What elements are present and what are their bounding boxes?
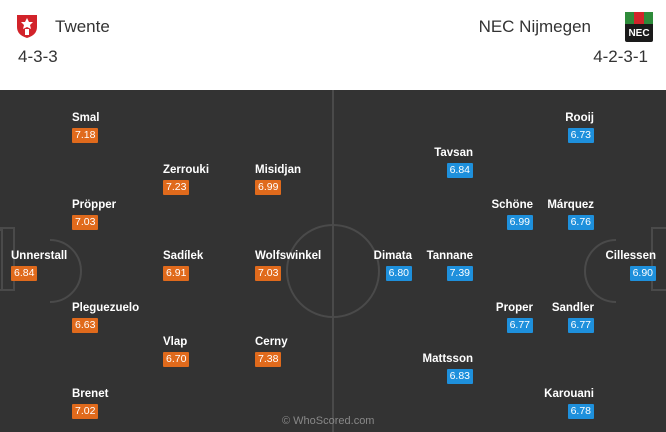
player-name: Tavsan — [434, 147, 473, 159]
away-player-cillessen[interactable]: Cillessen 6.90 — [576, 249, 656, 281]
player-rating: 6.78 — [567, 404, 594, 419]
away-team-name[interactable]: NEC Nijmegen — [478, 17, 591, 36]
away-player-mattsson[interactable]: Mattsson 6.83 — [393, 352, 473, 384]
away-formation: 4-2-3-1 — [593, 47, 648, 66]
player-name: Brenet — [72, 388, 109, 400]
player-rating: 6.76 — [567, 215, 594, 230]
home-player-propper[interactable]: Pröpper 7.03 — [72, 198, 152, 230]
player-rating: 6.77 — [567, 318, 594, 333]
player-name: Karouani — [544, 388, 594, 400]
player-rating: 7.03 — [255, 266, 282, 281]
player-rating: 6.91 — [163, 266, 190, 281]
player-rating: 6.73 — [567, 128, 594, 143]
player-name: Vlap — [163, 336, 188, 348]
away-player-tannane[interactable]: Tannane 7.39 — [393, 249, 473, 281]
player-rating: 6.99 — [506, 215, 533, 230]
away-player-schone[interactable]: Schöne 6.99 — [453, 198, 533, 230]
player-rating: 6.99 — [255, 180, 282, 195]
home-player-vlap[interactable]: Vlap 6.70 — [163, 335, 243, 367]
player-name: Pleguezuelo — [72, 302, 140, 314]
away-player-rooij[interactable]: Rooij 6.73 — [514, 111, 594, 143]
player-rating: 6.84 — [446, 163, 473, 178]
away-player-sandler[interactable]: Sandler 6.77 — [514, 301, 594, 333]
away-player-karouani[interactable]: Karouani 6.78 — [514, 387, 594, 419]
player-name: Sadílek — [163, 250, 204, 262]
away-player-proper[interactable]: Proper 6.77 — [453, 301, 533, 333]
home-player-misidjan[interactable]: Misidjan 6.99 — [255, 163, 335, 195]
player-name: Smal — [72, 112, 100, 124]
nec-crest-icon: NEC — [624, 11, 654, 43]
player-name: Cerny — [255, 336, 288, 348]
player-rating: 6.84 — [11, 266, 38, 281]
home-player-pleguezuelo[interactable]: Pleguezuelo 6.63 — [72, 301, 152, 333]
player-name: Zerrouki — [163, 164, 210, 176]
player-name: Sandler — [551, 302, 594, 314]
player-name: Pröpper — [72, 199, 117, 211]
player-name: Schöne — [491, 199, 533, 211]
player-name: Rooij — [565, 112, 594, 124]
away-player-marquez[interactable]: Márquez 6.76 — [514, 198, 594, 230]
player-name: Dimata — [373, 250, 412, 262]
pitch: Smal 7.18 Zerrouki 7.23 Misidjan 6.99 Pr… — [0, 90, 666, 432]
player-rating: 6.63 — [72, 318, 99, 333]
player-rating: 6.90 — [629, 266, 656, 281]
player-rating: 7.39 — [446, 266, 473, 281]
home-player-brenet[interactable]: Brenet 7.02 — [72, 387, 152, 419]
player-name: Cillessen — [605, 250, 657, 262]
whoscored-watermark: © WhoScored.com — [282, 415, 375, 427]
pitch-markings — [0, 90, 666, 432]
home-player-smal[interactable]: Smal 7.18 — [72, 111, 152, 143]
player-rating: 6.77 — [506, 318, 533, 333]
player-name: Mattsson — [422, 353, 473, 365]
away-player-dimata[interactable]: Dimata 6.80 — [332, 249, 412, 281]
player-name: Proper — [495, 302, 533, 314]
home-formation: 4-3-3 — [18, 47, 58, 66]
player-rating: 6.80 — [385, 266, 412, 281]
player-name: Misidjan — [255, 164, 302, 176]
home-team-name[interactable]: Twente — [55, 17, 110, 36]
player-rating: 6.70 — [163, 352, 190, 367]
player-rating: 7.23 — [163, 180, 190, 195]
player-rating: 7.38 — [255, 352, 282, 367]
player-rating: 6.83 — [446, 369, 473, 384]
player-name: Tannane — [426, 250, 473, 262]
twente-crest-icon — [15, 13, 39, 39]
match-header: Twente 4-3-3 NEC Nijmegen NEC 4-2-3-1 — [0, 0, 666, 90]
home-player-cerny[interactable]: Cerny 7.38 — [255, 335, 335, 367]
player-name: Unnerstall — [11, 250, 68, 262]
player-rating: 7.02 — [72, 404, 99, 419]
player-name: Márquez — [547, 199, 594, 211]
home-player-wolfswinkel[interactable]: Wolfswinkel 7.03 — [255, 249, 335, 281]
away-player-tavsan[interactable]: Tavsan 6.84 — [393, 146, 473, 178]
home-player-sadilek[interactable]: Sadílek 6.91 — [163, 249, 243, 281]
home-player-zerrouki[interactable]: Zerrouki 7.23 — [163, 163, 243, 195]
player-rating: 7.03 — [72, 215, 99, 230]
nec-logo-text: NEC — [628, 28, 649, 39]
home-player-unnerstall[interactable]: Unnerstall 6.84 — [11, 249, 91, 281]
player-rating: 7.18 — [72, 128, 99, 143]
player-name: Wolfswinkel — [255, 250, 322, 262]
